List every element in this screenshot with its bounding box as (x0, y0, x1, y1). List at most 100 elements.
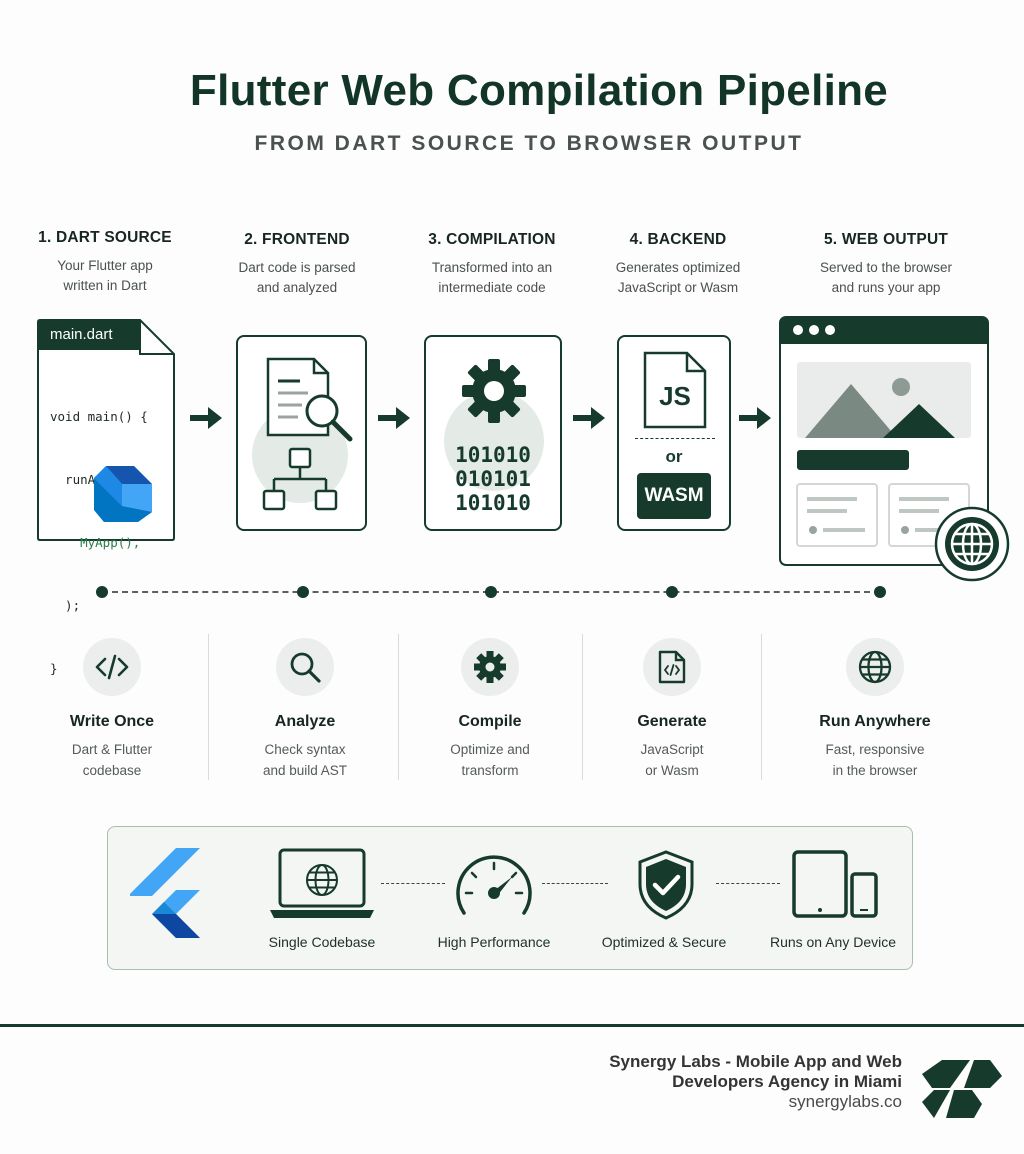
binary-line: 010101 (455, 467, 531, 491)
company-name-line: Synergy Labs - Mobile App and Web (609, 1052, 902, 1071)
divider (398, 634, 399, 780)
compilation-card: 101010 010101 101010 (424, 335, 562, 531)
step-title: 3. COMPILATION (428, 231, 556, 248)
step-title: 4. BACKEND (629, 231, 727, 248)
benefit-label: Runs on Any Device (769, 934, 897, 950)
step-desc: Your Flutter app (57, 258, 153, 273)
gear-icon (461, 638, 519, 696)
timeline-dot (485, 586, 497, 598)
step-desc: Dart code is parsed (238, 260, 356, 275)
frontend-card (236, 335, 367, 531)
company-url[interactable]: synergylabs.co (788, 1092, 902, 1111)
code-line: void main() { (50, 409, 148, 424)
code-line: } (50, 661, 58, 676)
page-title: Flutter Web Compilation Pipeline (189, 66, 889, 115)
divider (381, 883, 445, 884)
divider (582, 634, 583, 780)
feature-generate: Generate JavaScript or Wasm (582, 638, 762, 781)
timeline-dot (666, 586, 678, 598)
timeline-dot (297, 586, 309, 598)
divider (716, 883, 780, 884)
arrow-right-icon (378, 407, 410, 429)
gear-icon (444, 359, 544, 491)
step-desc: written in Dart (63, 278, 147, 293)
dart-source-card: main.dart void main() { runApp( MyApp(),… (36, 318, 176, 676)
step-title: 2. FRONTEND (244, 231, 350, 248)
feature-desc: Dart & Flutter (71, 742, 153, 757)
timeline-dot (874, 586, 886, 598)
flutter-logo-icon (130, 848, 200, 938)
feature-title: Run Anywhere (819, 713, 931, 730)
feature-desc: and build AST (262, 763, 348, 778)
web-output-card (779, 316, 1011, 582)
step-desc: and runs your app (831, 280, 941, 295)
divider (635, 438, 715, 439)
feature-desc: or Wasm (645, 763, 699, 778)
step-desc: and analyzed (256, 280, 338, 295)
file-name: main.dart (50, 326, 113, 343)
feature-desc: transform (461, 763, 519, 778)
wasm-badge: WASM (637, 473, 711, 519)
step-heading-compilation: 3. COMPILATION Transformed into an interm… (392, 231, 592, 298)
feature-title: Compile (458, 713, 522, 730)
feature-title: Write Once (69, 713, 155, 730)
step-desc: Generates optimized (615, 260, 741, 275)
speedometer-icon (456, 855, 532, 915)
feature-desc: Fast, responsive (825, 742, 925, 757)
arrow-right-icon (573, 407, 605, 429)
step-desc: Served to the browser (819, 260, 953, 275)
benefits-band (107, 826, 913, 970)
company-name: Synergy Labs - Mobile App and Web Develo… (609, 1052, 902, 1092)
globe-icon (846, 638, 904, 696)
or-label: or (665, 447, 683, 466)
benefit-label: Optimized & Secure (601, 934, 727, 950)
step-desc: Transformed into an (431, 260, 553, 275)
code-line: MyApp(), (50, 535, 141, 550)
step-desc: intermediate code (438, 280, 546, 295)
laptop-globe-icon (270, 848, 374, 918)
arrow-right-icon (190, 407, 222, 429)
step-heading-dart-source: 1. DART SOURCE Your Flutter app written i… (5, 229, 205, 296)
synergy-labs-logo-icon (922, 1060, 1002, 1118)
feature-desc: Check syntax (264, 742, 346, 757)
shield-check-icon (638, 850, 694, 920)
feature-desc: JavaScript (640, 742, 704, 757)
binary-code: 101010 010101 101010 (426, 443, 560, 515)
js-file-icon (643, 351, 707, 429)
step-title: 5. WEB OUTPUT (823, 231, 949, 248)
benefit-label: Single Codebase (268, 934, 376, 950)
parse-analyze-icon (252, 357, 353, 511)
benefit-label: High Performance (437, 934, 551, 950)
footer-divider (0, 1024, 1024, 1027)
timeline-dot (96, 586, 108, 598)
arrow-right-icon (739, 407, 771, 429)
backend-card: JS or WASM (617, 335, 731, 531)
feature-desc: Optimize and (450, 742, 530, 757)
divider (542, 883, 608, 884)
feature-analyze: Analyze Check syntax and build AST (215, 638, 395, 781)
feature-title: Analyze (274, 713, 336, 730)
code-file-icon (643, 638, 701, 696)
company-name-line: Developers Agency in Miami (672, 1072, 902, 1091)
step-heading-frontend: 2. FRONTEND Dart code is parsed and analy… (197, 231, 397, 298)
binary-line: 101010 (455, 491, 531, 515)
page-subtitle: FROM DART SOURCE TO BROWSER OUTPUT (254, 132, 804, 155)
divider (208, 634, 209, 780)
feature-title: Generate (637, 713, 707, 730)
binary-line: 101010 (455, 443, 531, 467)
step-desc: JavaScript or Wasm (617, 280, 739, 295)
search-icon (276, 638, 334, 696)
devices-icon (792, 850, 878, 918)
js-label: JS (659, 381, 691, 411)
code-icon (83, 638, 141, 696)
step-heading-web-output: 5. WEB OUTPUT Served to the browser and r… (786, 231, 986, 298)
divider (761, 634, 762, 780)
step-title: 1. DART SOURCE (38, 229, 172, 246)
browser-window-icon (779, 316, 1010, 582)
dart-logo-icon (94, 466, 152, 522)
feature-compile: Compile Optimize and transform (400, 638, 580, 781)
code-line: ); (50, 598, 81, 613)
